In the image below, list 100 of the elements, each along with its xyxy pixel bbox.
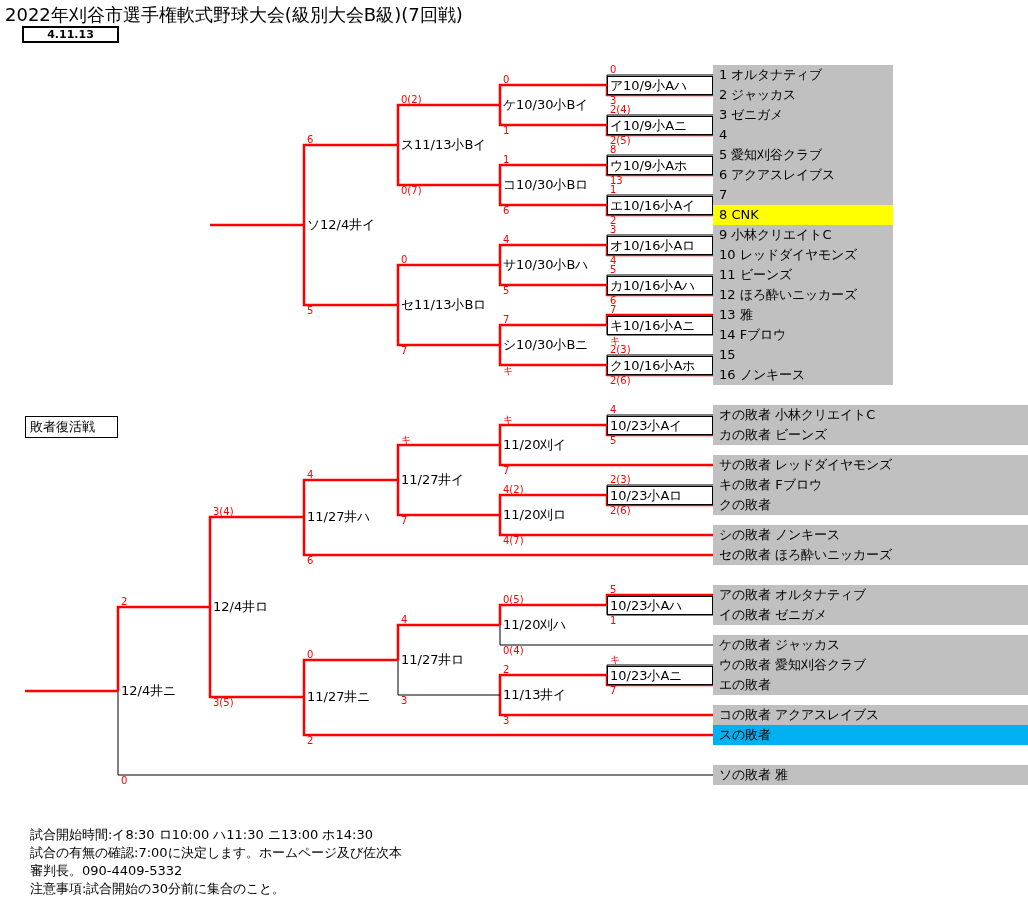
match-label: コ10/30小Bロ <box>500 176 589 194</box>
bracket-line <box>605 365 713 377</box>
bracket-line <box>605 165 713 177</box>
score-label: 3 <box>400 696 409 705</box>
bracket-line <box>498 163 607 185</box>
bracket-line <box>25 689 118 693</box>
score-label: 4(2) <box>502 485 525 494</box>
bracket-line <box>498 673 607 695</box>
score-label: 5 <box>306 306 315 315</box>
team-box: 4 <box>713 125 893 145</box>
match-box: エ10/16小Aイ <box>607 196 713 215</box>
score-label: 13 <box>609 176 624 185</box>
match-label: セ11/13小Bロ <box>398 296 487 314</box>
match-label: 11/27井ロ <box>398 651 465 669</box>
bracket-line <box>605 313 713 325</box>
score-label: 0(4) <box>502 646 525 655</box>
match-box: 10/23小Aニ <box>607 666 713 685</box>
score-label: 5 <box>609 585 618 594</box>
match-box: 10/23小Aイ <box>607 416 713 435</box>
date-label: 4.11.13 <box>22 26 119 43</box>
match-label: 12/4井ニ <box>118 682 177 700</box>
score-label: 1 <box>502 126 511 135</box>
bracket-line <box>302 658 398 697</box>
bracket-line <box>302 225 398 307</box>
bracket-line <box>605 675 713 687</box>
team-box: 15 <box>713 345 893 365</box>
score-label: 3 <box>609 96 617 105</box>
bracket-line <box>605 593 713 605</box>
score-label: 7 <box>502 315 511 324</box>
bracket-line <box>302 697 713 737</box>
team-box: 12 ほろ酔いニッカーズ <box>713 285 893 305</box>
team-box: ソの敗者 雅 <box>713 765 1028 785</box>
team-box: 1 オルタナティブ <box>713 65 893 85</box>
bracket-line <box>498 493 607 515</box>
bracket-line <box>210 223 304 227</box>
score-label: 2(3) <box>609 345 632 354</box>
team-box: 3 ゼニガメ <box>713 105 893 125</box>
bracket-line <box>498 515 713 537</box>
match-label: 11/27井イ <box>398 471 465 489</box>
team-box: 8 CNK <box>713 205 893 225</box>
bracket-line <box>116 605 210 691</box>
score-label: 0 <box>400 255 409 264</box>
match-box: イ10/9小Aニ <box>607 116 713 135</box>
score-label: 2 <box>609 216 618 225</box>
score-label: 4 <box>502 235 511 244</box>
score-label: 0 <box>306 650 315 659</box>
match-label: 11/27井ハ <box>304 508 371 526</box>
bracket-line <box>396 263 500 305</box>
team-box: クの敗者 <box>713 495 1028 515</box>
bracket-line <box>396 480 500 517</box>
bracket-line <box>498 323 607 345</box>
team-box: コの敗者 アクアスレイブス <box>713 705 1028 725</box>
score-label: 3 <box>502 716 511 725</box>
bracket-line <box>397 659 501 696</box>
score-label: 2 <box>120 597 129 606</box>
team-box: 13 雅 <box>713 305 893 325</box>
match-box: オ10/16小Aロ <box>607 236 713 255</box>
score-label: 0 <box>120 776 129 785</box>
score-label: 4 <box>609 405 618 414</box>
bracket-line <box>396 623 500 660</box>
bracket-line <box>499 624 714 646</box>
score-label: 2(6) <box>609 376 632 385</box>
score-label: 2(6) <box>609 506 632 515</box>
team-box: 7 <box>713 185 893 205</box>
match-label: 11/20刈ロ <box>500 506 567 524</box>
team-box: 10 レッドダイヤモンズ <box>713 245 893 265</box>
score-label: 7 <box>609 305 618 314</box>
bracket-line <box>606 604 714 616</box>
score-label: 0(7) <box>400 186 423 195</box>
score-label: 1 <box>502 155 511 164</box>
bracket-line <box>605 425 713 437</box>
score-label: 2 <box>502 665 511 674</box>
match-label: サ10/30小Bハ <box>500 256 589 274</box>
bracket-line <box>208 515 304 607</box>
bracket-line <box>396 145 500 187</box>
bracket-line <box>605 285 713 297</box>
note: 試合の有無の確認:7:00に決定します。ホームページ及び佐次本審判長。090-4409-5332 <box>30 844 403 880</box>
score-label: 4 <box>400 615 409 624</box>
match-label: ス11/13小Bイ <box>398 136 487 154</box>
score-label: 7 <box>609 686 618 695</box>
bracket-line <box>498 445 713 467</box>
score-label: 2(4) <box>609 105 632 114</box>
team-box: アの敗者 オルタナティブ <box>713 585 1028 605</box>
match-box: 10/23小Aロ <box>607 486 713 505</box>
team-box: 16 ノンキース <box>713 365 893 385</box>
score-label: 6 <box>502 206 511 215</box>
score-label: 6 <box>306 135 315 144</box>
team-box: カの敗者 ビーンズ <box>713 425 1028 445</box>
bracket-line <box>302 143 398 225</box>
bracket-line <box>498 695 713 717</box>
bracket-line <box>498 105 607 127</box>
title: 2022年刈谷市選手権軟式野球大会(級別大会B級)(7回戦) <box>5 3 463 27</box>
score-label: 3(4) <box>212 507 235 516</box>
bracket-line <box>498 243 607 265</box>
score-label: キ <box>502 415 514 424</box>
match-box: カ10/16小Aハ <box>607 276 713 295</box>
score-label: 7 <box>400 346 409 355</box>
score-label: 7 <box>400 516 409 525</box>
bracket-line <box>498 185 607 207</box>
score-label: キ <box>502 366 514 375</box>
